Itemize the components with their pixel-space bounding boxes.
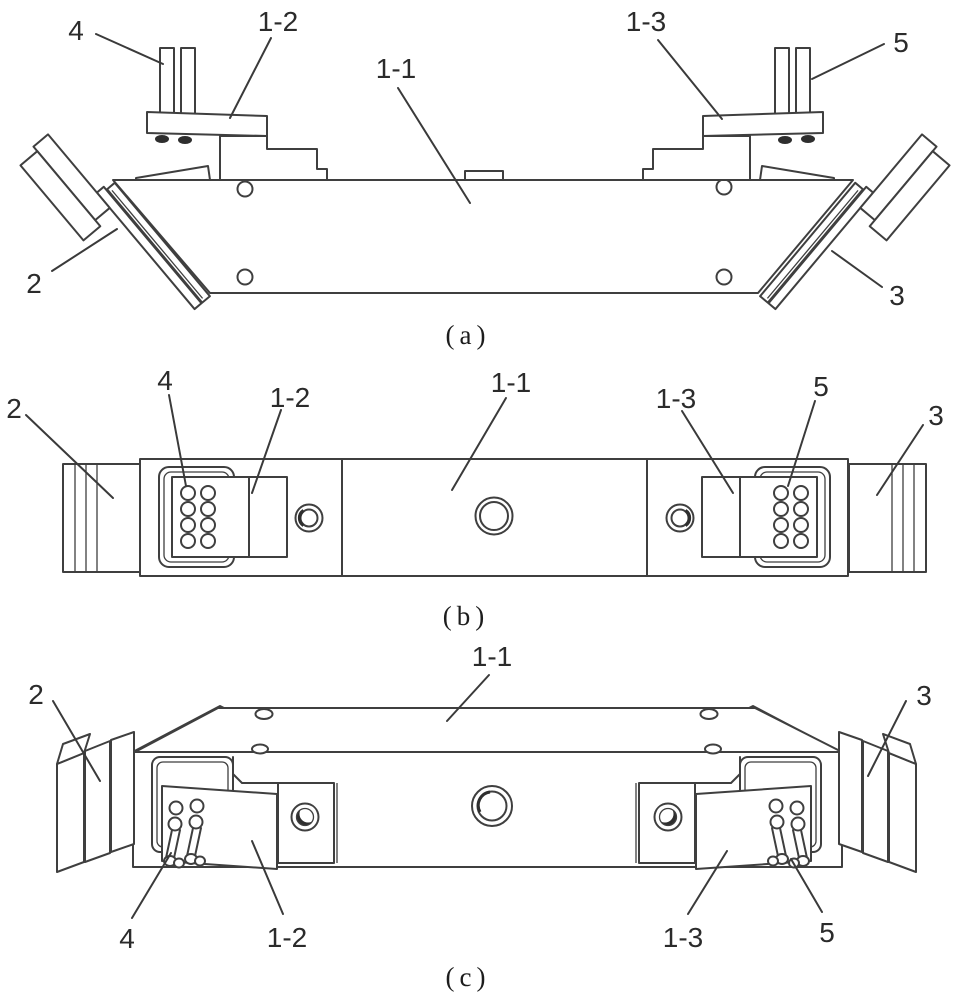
c-left-assembly: [56, 708, 338, 873]
leader-b-1-3: [681, 410, 734, 494]
caption-c: (c): [446, 962, 491, 992]
leader-c-2: [52, 700, 101, 782]
label-b-4: 4: [157, 365, 173, 396]
leader-c-1-3: [687, 850, 728, 915]
leader-a-1-1: [397, 87, 471, 204]
bracket-arm: [219, 135, 328, 181]
leader-a-1-3: [657, 39, 723, 120]
pin-hole: [168, 800, 184, 816]
caption-a: (a): [446, 320, 491, 350]
panel-a: 4 1-2 1-1 1-3 5 2 3 (a): [19, 6, 953, 350]
a-hole: [236, 180, 254, 198]
recess-step: [232, 756, 279, 784]
label-c-3: 3: [916, 680, 932, 711]
leader-b-5: [787, 400, 816, 487]
leader-a-2: [51, 228, 118, 272]
end-plate: [56, 752, 85, 873]
leader-a-3: [831, 250, 883, 288]
label-c-4: 4: [119, 923, 135, 954]
pin: [159, 47, 175, 115]
label-a-1-1: 1-1: [376, 53, 416, 84]
leader-a-4: [95, 33, 164, 65]
b-left-assembly: [62, 458, 343, 577]
panel-b: 2 4 1-2 1-1 1-3 5 3 (b): [6, 365, 944, 631]
label-b-5: 5: [813, 371, 829, 402]
leader-b-3: [876, 424, 924, 496]
label-c-1-1: 1-1: [472, 641, 512, 672]
a-bracket-assembly-right: [642, 47, 835, 181]
pin-hole: [200, 517, 216, 533]
pin-hole: [180, 501, 196, 517]
pin: [186, 827, 194, 857]
clamp-bump: [155, 135, 169, 143]
panel-c: 1-1 2 3 4 1-2 1-3 5 (c): [28, 641, 932, 992]
label-b-1-1: 1-1: [491, 367, 531, 398]
label-b-2: 2: [6, 393, 22, 424]
label-a-1-2: 1-2: [258, 6, 298, 37]
leader-a-1-2: [229, 37, 272, 119]
pin-hole: [167, 816, 183, 832]
top-hole: [251, 743, 269, 755]
label-a-5: 5: [893, 27, 909, 58]
label-c-2: 2: [28, 679, 44, 710]
label-c-1-3: 1-3: [663, 922, 703, 953]
pin-hole: [200, 485, 216, 501]
pin: [180, 47, 196, 115]
label-b-1-3: 1-3: [656, 383, 696, 414]
label-a-3: 3: [889, 280, 905, 311]
a-end-plate-stack-left: [19, 133, 211, 311]
pin-hole: [200, 501, 216, 517]
a-bracket-assembly-left: [135, 47, 328, 181]
screw-pad: [277, 782, 335, 864]
label-a-4: 4: [68, 15, 84, 46]
leader-c-1-1: [446, 674, 490, 722]
label-b-1-2: 1-2: [270, 382, 310, 413]
label-a-2: 2: [26, 268, 42, 299]
a-hole: [236, 268, 254, 286]
leader-b-4: [168, 394, 187, 487]
end-plate: [84, 740, 111, 863]
bracket-plate: [146, 111, 268, 137]
top-hole: [254, 708, 274, 720]
label-b-3: 3: [928, 400, 944, 431]
leader-c-5: [790, 858, 823, 913]
leader-c-1-2: [251, 840, 284, 915]
c-body-top: [134, 707, 843, 753]
a-hole: [715, 268, 733, 286]
caption-b: (b): [443, 601, 489, 631]
pin-hole: [188, 814, 204, 830]
leader-c-4: [131, 852, 172, 919]
leader-b-1-1: [451, 397, 507, 491]
wedge: [135, 165, 211, 181]
pin-hole: [189, 798, 205, 814]
a-body: [112, 179, 854, 294]
label-c-5: 5: [819, 917, 835, 948]
a-top-notch: [464, 170, 504, 181]
label-a-1-3: 1-3: [626, 6, 666, 37]
clamp-bump: [178, 136, 192, 144]
pin: [165, 829, 173, 859]
label-c-1-2: 1-2: [267, 922, 307, 953]
pin-hole: [180, 485, 196, 501]
end-plate: [110, 731, 135, 853]
leader-c-3: [867, 700, 907, 777]
end-cap: [62, 463, 141, 573]
leader-a-5: [811, 43, 885, 80]
pin-hole: [180, 533, 196, 549]
pin-hole: [200, 533, 216, 549]
leader-b-2: [25, 414, 114, 499]
a-hole: [715, 178, 733, 196]
end-plate-top: [56, 733, 91, 765]
leader-b-1-2: [251, 409, 282, 494]
pin-hole: [180, 517, 196, 533]
